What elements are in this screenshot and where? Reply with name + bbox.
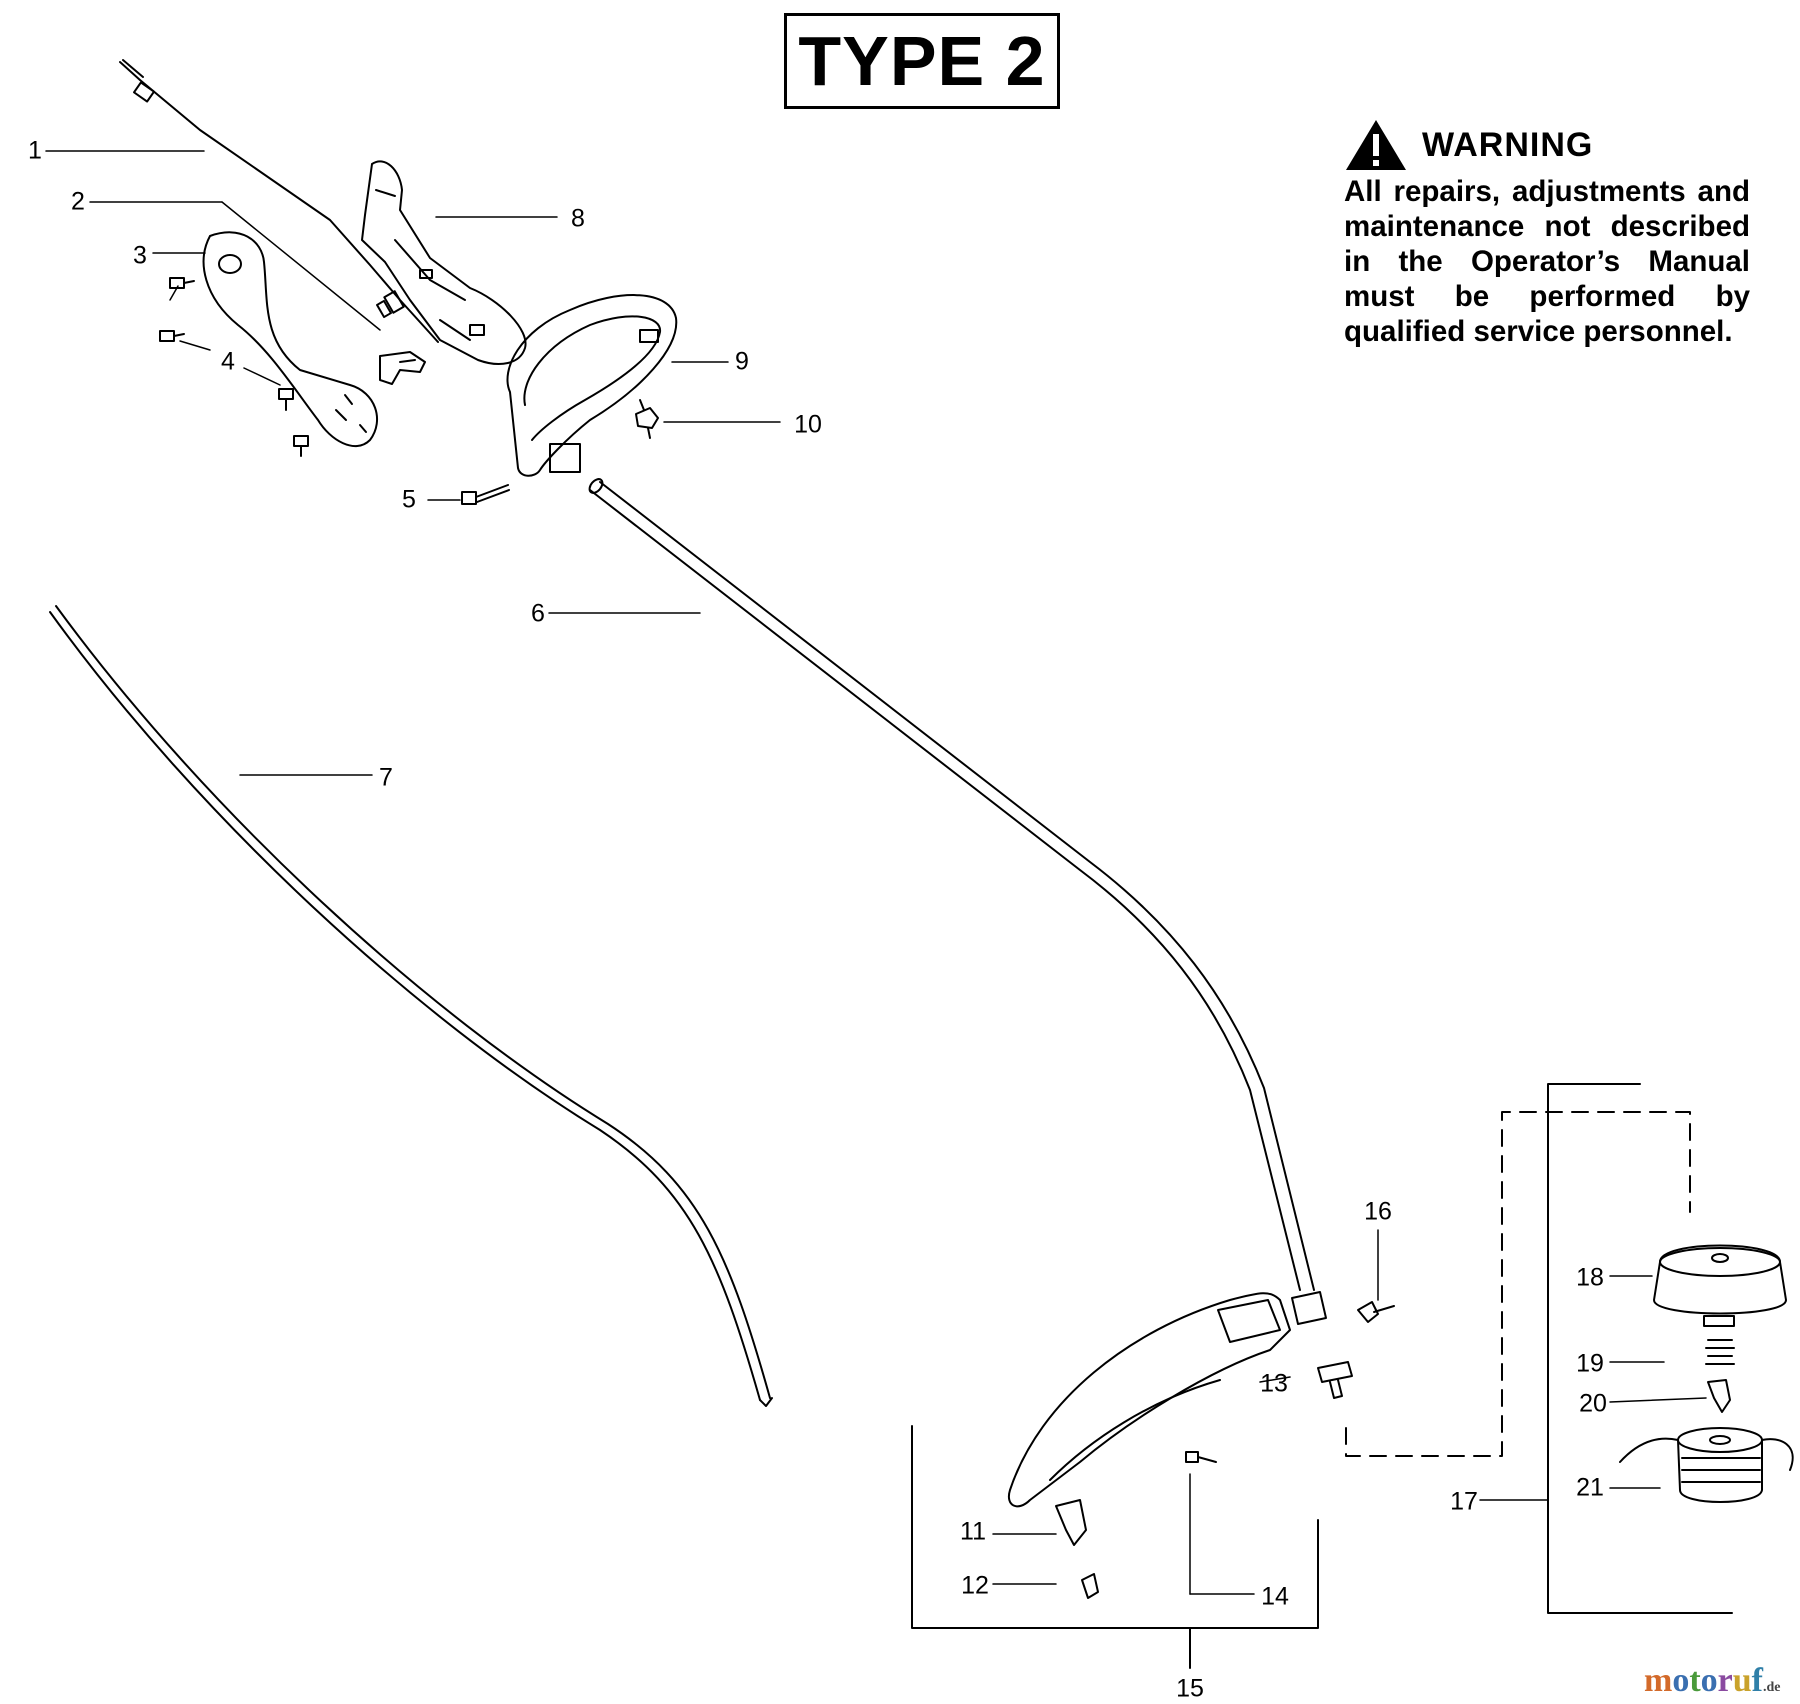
part-number-18: 18 xyxy=(1576,1263,1604,1292)
handle-housing-left-part xyxy=(202,231,379,447)
type-title: TYPE 2 xyxy=(798,22,1046,100)
warning-text: All repairs, adjustments and maintenance… xyxy=(1344,175,1750,348)
watermark-logo: motoruf.de xyxy=(1644,1662,1781,1700)
part-number-8: 8 xyxy=(571,204,585,233)
part-number-9: 9 xyxy=(735,347,749,376)
part-number-16: 16 xyxy=(1364,1197,1392,1226)
wing-knob-part xyxy=(1357,1301,1395,1323)
part-number-13: 13 xyxy=(1260,1369,1288,1398)
watermark-main: motoruf xyxy=(1644,1662,1763,1699)
throttle-cable-part xyxy=(119,59,439,343)
eyelet-part xyxy=(1707,1379,1731,1413)
part-number-1: 1 xyxy=(28,136,42,165)
guard-screw-part xyxy=(1081,1573,1099,1599)
part-number-17: 17 xyxy=(1450,1487,1478,1516)
part-number-2: 2 xyxy=(71,187,85,216)
warning-block: WARNING All repairs, adjustments and mai… xyxy=(1344,118,1750,349)
part-number-20: 20 xyxy=(1579,1389,1607,1418)
trimmer-guard-part xyxy=(1007,1292,1291,1508)
part-number-3: 3 xyxy=(133,241,147,270)
bracket-15 xyxy=(911,1425,1319,1629)
part-number-7: 7 xyxy=(379,763,393,792)
part-number-10: 10 xyxy=(794,410,822,439)
watermark-suffix: .de xyxy=(1763,1680,1781,1695)
part-number-14: 14 xyxy=(1261,1582,1289,1611)
bolt-part xyxy=(461,484,510,505)
leader-lines xyxy=(45,150,1707,1595)
shaft-tube-part xyxy=(588,478,1353,1399)
part-number-6: 6 xyxy=(531,599,545,628)
part-number-19: 19 xyxy=(1576,1349,1604,1378)
trimmer-head-cover-part xyxy=(1653,1244,1787,1327)
warning-heading: WARNING xyxy=(1422,125,1594,164)
guard-bolt-part xyxy=(1185,1451,1217,1463)
spring-part xyxy=(1705,1339,1735,1365)
handle-housing-right-part xyxy=(361,160,527,365)
kit-dashed-bracket xyxy=(1345,1111,1691,1457)
guard-clip-part xyxy=(1055,1499,1087,1546)
warning-header: WARNING xyxy=(1344,118,1750,172)
part-number-21: 21 xyxy=(1576,1473,1604,1502)
wing-nut-part xyxy=(635,399,659,439)
part-number-5: 5 xyxy=(402,485,416,514)
part-number-11: 11 xyxy=(960,1517,986,1546)
warning-triangle-icon xyxy=(1346,120,1406,170)
loop-handle-part xyxy=(506,294,678,477)
flex-drive-cable-part xyxy=(49,605,773,1407)
type-title-box: TYPE 2 xyxy=(784,13,1060,109)
handle-screws-part xyxy=(159,277,309,457)
part-number-12: 12 xyxy=(961,1571,989,1600)
part-number-4: 4 xyxy=(221,347,235,376)
bracket-17 xyxy=(1547,1083,1733,1614)
part-number-15: 15 xyxy=(1176,1674,1204,1703)
trigger-part xyxy=(376,299,426,385)
spool-part xyxy=(1619,1427,1794,1503)
